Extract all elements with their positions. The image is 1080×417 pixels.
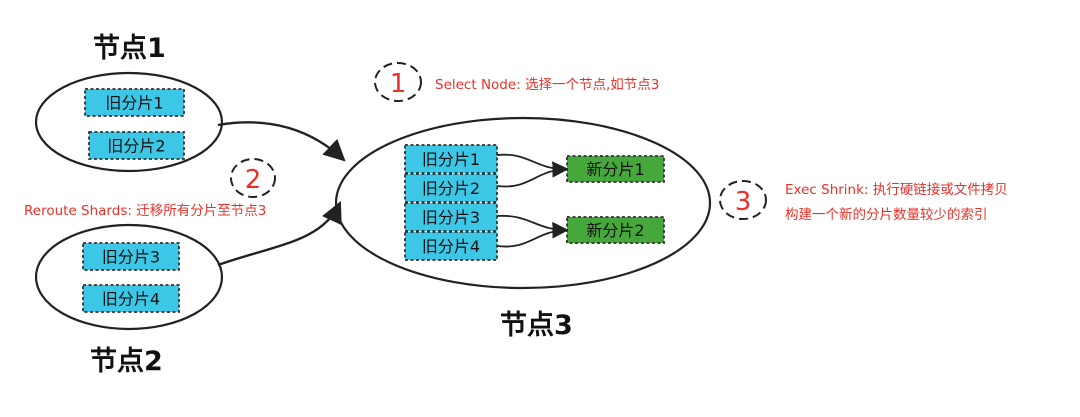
node3-old-shard-3-label: 旧分片3 — [422, 208, 480, 227]
node3-old-shard-2 — [404, 173, 498, 203]
step3-note-line2: 构建一个新的分片数量较少的索引 — [785, 207, 988, 223]
node3-old-shard-3 — [404, 202, 498, 232]
step3-dashed-circle — [719, 180, 767, 220]
node1-title: 节点1 — [93, 33, 166, 64]
shrink-arrow-2b — [496, 222, 569, 248]
node3-old-shard-1-label: 旧分片1 — [422, 150, 480, 169]
step3-note-line1: Exec Shrink: 执行硬链接或文件拷贝 — [785, 181, 1008, 198]
shrink-arrow-1b — [496, 161, 569, 188]
step1-note: Select Node: 选择一个节点,如节点3 — [435, 77, 659, 93]
node1-shard-1-label: 旧分片1 — [105, 94, 163, 113]
node1-shard-1 — [84, 88, 185, 117]
node3-old-shard-4-label: 旧分片4 — [422, 237, 480, 256]
node2-shard-4-label: 旧分片4 — [102, 290, 160, 309]
node2-shard-3-label: 旧分片3 — [102, 248, 160, 267]
step2-note: Reroute Shards: 迁移所有分片至节点3 — [24, 203, 266, 219]
node3-old-shard-1 — [404, 144, 498, 174]
node1-ellipse — [34, 71, 224, 173]
node3-old-shard-4 — [404, 231, 498, 261]
step3-number: 3 — [735, 187, 752, 217]
node2-ellipse — [34, 223, 224, 331]
node3-old-shard-2-label: 旧分片2 — [422, 179, 480, 198]
step1-dashed-circle — [374, 62, 422, 102]
node2-shard-4 — [82, 284, 180, 313]
node3-title: 节点3 — [500, 310, 573, 341]
node2-shard-3 — [82, 242, 180, 271]
step1-number: 1 — [390, 69, 407, 99]
reroute-arrow-node1 — [217, 121, 346, 162]
node3-new-shard-1 — [566, 155, 665, 183]
reroute-arrow-node2 — [217, 201, 342, 267]
node1-shard-2-label: 旧分片2 — [107, 137, 165, 156]
node3-new-shard-2 — [566, 216, 665, 244]
node2-title: 节点2 — [90, 346, 163, 377]
step2-dashed-circle — [230, 158, 276, 198]
node1-shard-2 — [88, 131, 185, 160]
shrink-arrow-1a — [496, 153, 569, 178]
step2-number: 2 — [245, 165, 262, 195]
shrink-arrow-2a — [496, 215, 569, 239]
node3-ellipse — [334, 116, 712, 290]
node3-new-shard-1-label: 新分片1 — [586, 160, 644, 179]
node3-new-shard-2-label: 新分片2 — [586, 221, 644, 240]
